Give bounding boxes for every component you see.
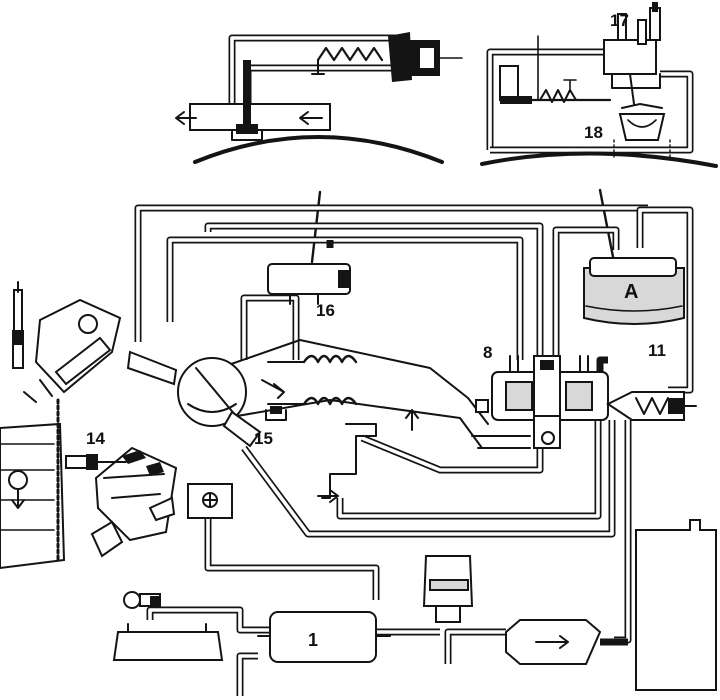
fuel-distributor	[471, 355, 609, 449]
label-1: 1	[308, 630, 318, 650]
line-network	[134, 204, 694, 696]
label-8: 8	[483, 343, 492, 362]
label-11: 11	[648, 341, 666, 360]
label-17: 17	[610, 11, 629, 30]
thermo-time-switch-14	[65, 454, 127, 470]
fuel-accumulator	[422, 555, 474, 623]
idle-adjust-screw-15	[265, 409, 287, 421]
idle-adjust-screw-head	[270, 406, 282, 414]
injector-housing	[23, 298, 122, 403]
inset-fuel-distributor-detail	[480, 2, 718, 168]
label-18: 18	[584, 123, 603, 142]
inset-warmup-regulator-detail	[175, 32, 463, 164]
fuel-tank	[635, 519, 717, 691]
switch-box	[187, 483, 233, 519]
air-hose-bellows	[267, 354, 358, 406]
battery	[112, 623, 224, 661]
intake-throttle-assembly	[126, 350, 285, 448]
ignition-key	[123, 591, 161, 609]
engine-block-left	[0, 398, 66, 570]
pressure-regulator	[606, 391, 697, 421]
control-unit-A	[583, 257, 685, 325]
flow-arrow-up	[405, 409, 419, 431]
spark-plug	[12, 281, 24, 369]
label-A: A	[624, 281, 638, 303]
fuel-filter	[505, 619, 602, 665]
ignition-distributor	[90, 446, 178, 558]
inset-pointer-right	[598, 188, 616, 264]
air-inlet-arrow	[317, 489, 339, 503]
air-inlet-duct	[321, 423, 377, 499]
fuel-pump	[257, 611, 391, 663]
bypass-line-upper	[213, 339, 489, 425]
label-15: 15	[254, 429, 273, 448]
auxiliary-air-device	[267, 263, 351, 305]
label-14: 14	[86, 429, 105, 448]
label-16: 16	[316, 301, 335, 320]
